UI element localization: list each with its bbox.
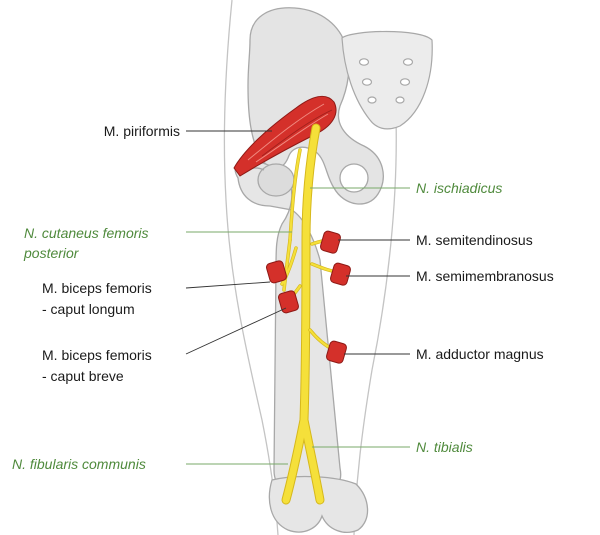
semimembranosus-stub bbox=[330, 262, 351, 286]
label-ischiadicus: N. ischiadicus bbox=[416, 180, 502, 196]
label-biceps-longum-line2: - caput longum bbox=[42, 301, 135, 317]
adductor-stub bbox=[326, 340, 347, 364]
label-piriformis: M. piriformis bbox=[104, 123, 180, 139]
label-semimembranosus: M. semimembranosus bbox=[416, 268, 554, 284]
sciatic-nerve bbox=[280, 123, 342, 505]
labels: M. piriformis N. ischiadicus N. cutaneus… bbox=[12, 123, 554, 472]
semitendinosus-stub bbox=[320, 230, 341, 254]
label-cutaneus-line2: posterior bbox=[23, 245, 80, 261]
label-tibialis: N. tibialis bbox=[416, 439, 473, 455]
label-biceps-longum-line1: M. biceps femoris bbox=[42, 280, 152, 296]
label-fibularis: N. fibularis communis bbox=[12, 456, 146, 472]
leader-biceps-longum bbox=[185, 281, 271, 289]
label-cutaneus-line1: N. cutaneus femoris bbox=[24, 225, 149, 241]
biceps-breve-stub bbox=[278, 290, 299, 314]
leader-biceps-breve bbox=[185, 307, 287, 355]
label-adductor: M. adductor magnus bbox=[416, 346, 544, 362]
muscle-stubs bbox=[266, 230, 351, 364]
sacrum bbox=[341, 30, 433, 130]
label-semitendinosus: M. semitendinosus bbox=[416, 232, 533, 248]
label-biceps-breve-line1: M. biceps femoris bbox=[42, 347, 152, 363]
biceps-longum-stub bbox=[266, 260, 287, 284]
leader-lines bbox=[185, 130, 410, 465]
piriformis-muscle bbox=[233, 95, 337, 177]
label-biceps-breve-line2: - caput breve bbox=[42, 368, 124, 384]
